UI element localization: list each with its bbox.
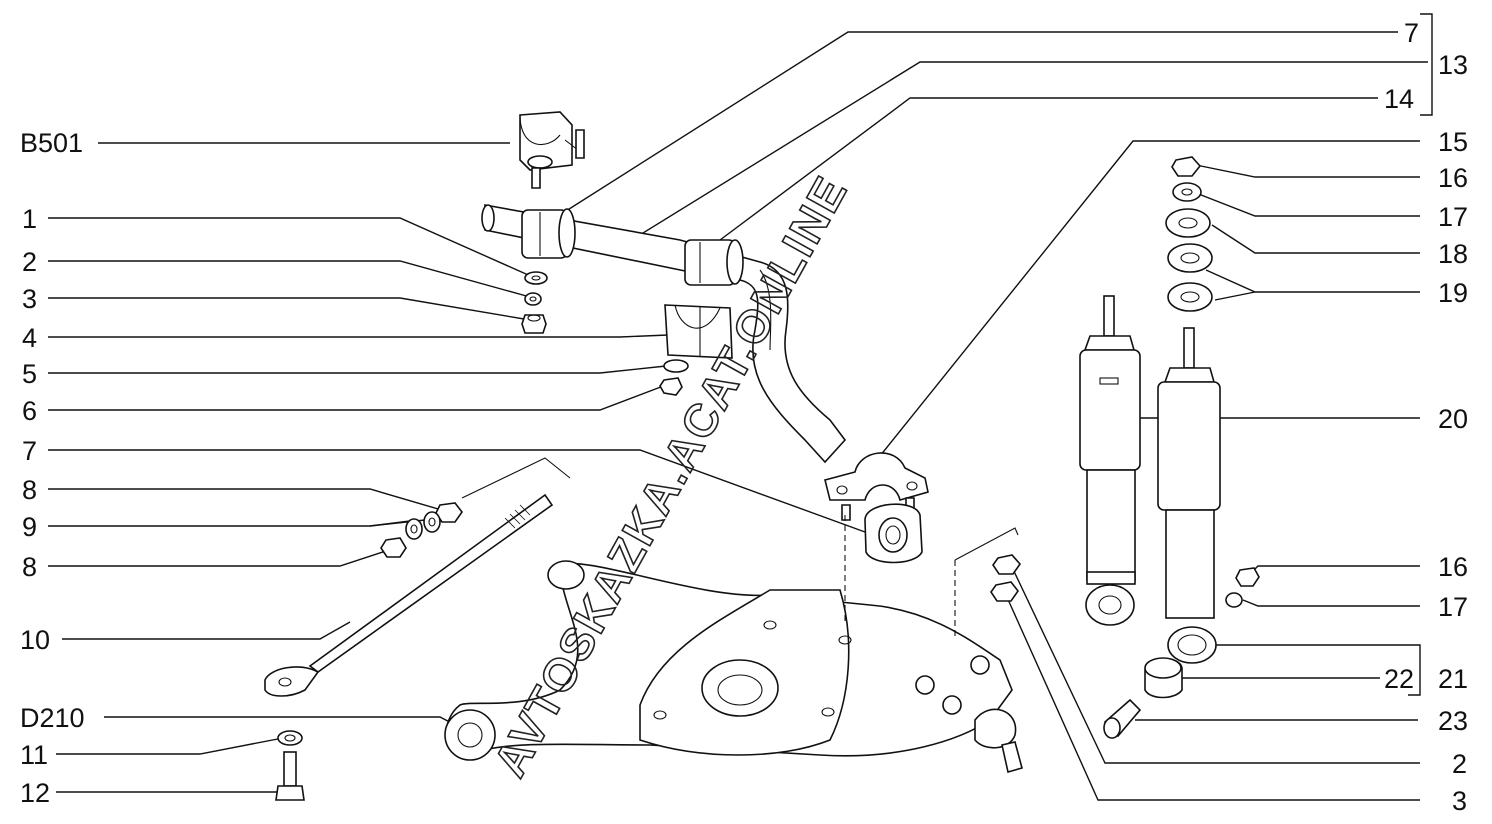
callout-label: 22: [1384, 664, 1414, 694]
nut-icon: [990, 554, 1022, 602]
callout-label: 3: [1452, 786, 1467, 816]
callout-label: 4: [22, 323, 37, 353]
callout-label: 18: [1438, 239, 1468, 269]
rod-hardware-icon: [380, 502, 463, 558]
bushing-icon: [684, 239, 744, 286]
bushing-icon: [521, 208, 576, 259]
callout-label: 16: [1438, 163, 1468, 193]
mount-hardware-icon: [1165, 156, 1213, 312]
strut-rod-icon: [264, 493, 554, 697]
stabilizer-bar-icon: [481, 204, 847, 464]
washer-icon: [663, 359, 689, 373]
callout-label: 5: [22, 359, 37, 389]
washer-icon: [524, 271, 548, 306]
clamp-icon: [824, 452, 929, 521]
shock-absorber-icon: [1157, 327, 1221, 664]
callout-label: 8: [22, 552, 37, 582]
nut-icon: [521, 314, 547, 334]
rubber-bushing-icon: [864, 503, 923, 564]
callout-label: 15: [1438, 127, 1468, 157]
callout-label: 8: [22, 475, 37, 505]
callout-label: 2: [22, 247, 37, 277]
shock-absorber-icon: [1079, 295, 1141, 626]
callout-label: 7: [22, 436, 37, 466]
callout-label: 7: [1404, 18, 1419, 48]
callout-label: 12: [20, 778, 50, 808]
callout-label: 13: [1438, 50, 1468, 80]
callout-label: 11: [20, 740, 48, 770]
callout-label: B501: [20, 128, 83, 158]
lower-control-arm-icon: [444, 560, 1023, 774]
callout-label: 2: [1452, 749, 1467, 779]
callout-label: 10: [20, 625, 50, 655]
callout-label: 17: [1438, 202, 1468, 232]
right-labels: 7 13 14 15 16 17 18 19 20 16 17 22 21 23…: [1384, 18, 1468, 816]
callout-label: 21: [1438, 664, 1468, 694]
callout-label: D210: [20, 703, 85, 733]
callout-label: 17: [1438, 592, 1468, 622]
bracket-b501-icon: [519, 111, 585, 189]
callout-label: 1: [22, 204, 37, 234]
bracket-icon: [664, 304, 733, 359]
callout-label: 23: [1438, 706, 1468, 736]
nut-icon: [659, 377, 683, 396]
callout-label: 19: [1438, 278, 1468, 308]
callout-label: 14: [1384, 84, 1414, 114]
callout-label: 3: [22, 284, 37, 314]
shock-hardware-icon: [1103, 567, 1260, 739]
callout-label: 6: [22, 396, 37, 426]
left-labels: B501 1 2 3 4 5 6 7 8 9 8 10 D210 11 12: [20, 128, 85, 808]
bolt-icon: [275, 730, 305, 801]
callout-label: 20: [1438, 404, 1468, 434]
callout-label: 9: [22, 512, 37, 542]
callout-label: 16: [1438, 552, 1468, 582]
